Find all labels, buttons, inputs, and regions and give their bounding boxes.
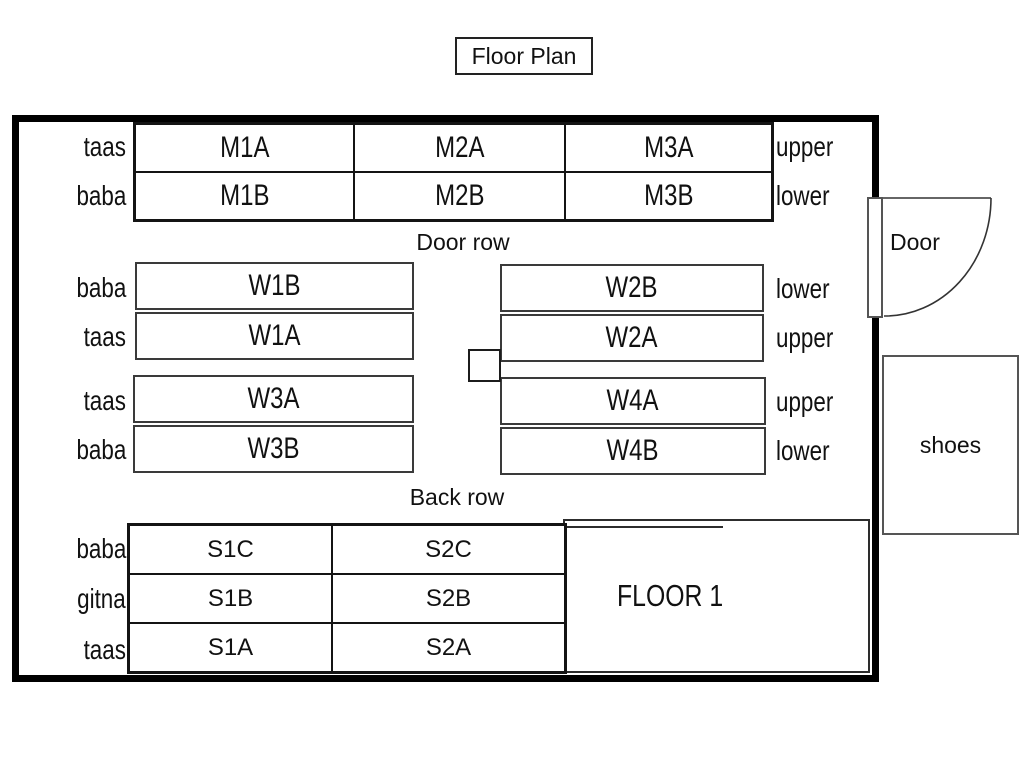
bed-cell-m3a: M3A <box>565 124 772 172</box>
back-row-caption: Back row <box>387 484 527 511</box>
side-label-baba: baba <box>20 433 126 467</box>
back-row-text: Back row <box>409 484 505 510</box>
floor-1-box: FLOOR 1 <box>563 519 870 673</box>
side-label-text: taas <box>83 385 126 416</box>
bed-label: W3B <box>247 432 300 465</box>
bed-cell-w3a: W3A <box>133 375 414 423</box>
bed-cell-m2a: M2A <box>354 124 565 172</box>
bed-label: S1B <box>207 584 254 612</box>
side-label-lower: lower <box>776 272 876 306</box>
floor-box-inner-line <box>565 526 723 528</box>
side-label-text: taas <box>83 321 126 352</box>
bed-label: S2A <box>425 633 472 661</box>
s-bunk-table: S1C S2C S1B S2B S1A S2A <box>127 523 567 674</box>
bed-label: W1A <box>248 319 301 352</box>
side-label-text: baba <box>76 180 126 211</box>
door-swing-arc <box>882 197 992 317</box>
side-label-upper: upper <box>776 321 876 355</box>
floor-label: FLOOR 1 <box>617 578 724 613</box>
side-label-text: gitna <box>77 583 126 614</box>
bed-label: W2B <box>605 271 658 304</box>
page-title: Floor Plan <box>471 42 577 69</box>
w4-bunk-block: W4A W4B <box>500 377 766 475</box>
bed-label: M3B <box>643 179 694 212</box>
bed-cell-m1b: M1B <box>135 172 354 220</box>
bed-label: S2B <box>425 584 472 612</box>
side-label-text: baba <box>76 272 126 303</box>
side-label-baba: baba <box>20 532 126 566</box>
bed-label: S1A <box>207 633 254 661</box>
door-leaf <box>867 197 883 318</box>
bed-cell-w1a: W1A <box>135 312 414 360</box>
shoes-box: shoes <box>882 355 1019 535</box>
bed-cell-m3b: M3B <box>565 172 772 220</box>
side-label-text: lower <box>776 180 830 211</box>
bed-cell-w1b: W1B <box>135 262 414 310</box>
bed-label: S2C <box>425 535 472 563</box>
side-label-text: lower <box>776 273 830 304</box>
m-bunk-table: M1A M2A M3A M1B M2B M3B <box>133 122 774 222</box>
side-label-taas: taas <box>20 320 126 354</box>
bed-cell-w3b: W3B <box>133 425 414 473</box>
bed-cell-s2c: S2C <box>332 525 565 574</box>
side-label-text: taas <box>83 131 126 162</box>
side-label-upper: upper <box>776 130 876 164</box>
bed-label: M1A <box>219 131 270 164</box>
bed-cell-s1b: S1B <box>129 574 332 623</box>
bed-cell-s1a: S1A <box>129 623 332 672</box>
door-row-caption: Door row <box>387 229 539 256</box>
bed-cell-w4a: W4A <box>500 377 766 425</box>
room-outline <box>12 115 879 682</box>
side-label-text: upper <box>776 322 834 353</box>
w3-bunk-block: W3A W3B <box>133 375 414 473</box>
side-label-gitna: gitna <box>20 582 126 616</box>
bed-cell-m2b: M2B <box>354 172 565 220</box>
bed-label: W2A <box>605 321 658 354</box>
bed-label: M1B <box>219 179 270 212</box>
bed-label: M2B <box>434 179 485 212</box>
page-title-box: Floor Plan <box>455 37 593 75</box>
bed-cell-w2b: W2B <box>500 264 764 312</box>
bed-cell-s2b: S2B <box>332 574 565 623</box>
side-label-text: lower <box>776 435 830 466</box>
side-label-lower: lower <box>776 434 876 468</box>
side-label-baba: baba <box>20 271 126 305</box>
door-row-text: Door row <box>416 229 510 255</box>
door-text: Door <box>890 229 940 255</box>
w1-bunk-block: W1B W1A <box>135 262 414 360</box>
side-label-lower: lower <box>776 179 876 213</box>
door-caption: Door <box>890 229 964 256</box>
bed-cell-m1a: M1A <box>135 124 354 172</box>
side-label-text: taas <box>83 634 126 665</box>
bed-cell-w4b: W4B <box>500 427 766 475</box>
side-label-text: upper <box>776 386 834 417</box>
w2-bunk-block: W2B W2A <box>500 264 764 362</box>
side-label-upper: upper <box>776 385 876 419</box>
bed-label: W3A <box>247 382 300 415</box>
bed-label: M2A <box>434 131 485 164</box>
bed-cell-s1c: S1C <box>129 525 332 574</box>
bed-cell-s2a: S2A <box>332 623 565 672</box>
side-label-taas: taas <box>20 633 126 667</box>
bed-label: S1C <box>207 535 254 563</box>
bed-label: W1B <box>248 269 301 302</box>
bed-label: W4B <box>606 434 659 467</box>
side-label-text: baba <box>76 434 126 465</box>
bed-label: W4A <box>606 384 659 417</box>
side-label-taas: taas <box>20 384 126 418</box>
side-label-text: upper <box>776 131 834 162</box>
side-label-baba: baba <box>20 179 126 213</box>
shoes-label: shoes <box>919 431 982 458</box>
bed-cell-w2a: W2A <box>500 314 764 362</box>
bed-label: M3A <box>643 131 694 164</box>
side-label-text: baba <box>76 533 126 564</box>
connector-square <box>468 349 501 382</box>
side-label-taas: taas <box>20 130 126 164</box>
